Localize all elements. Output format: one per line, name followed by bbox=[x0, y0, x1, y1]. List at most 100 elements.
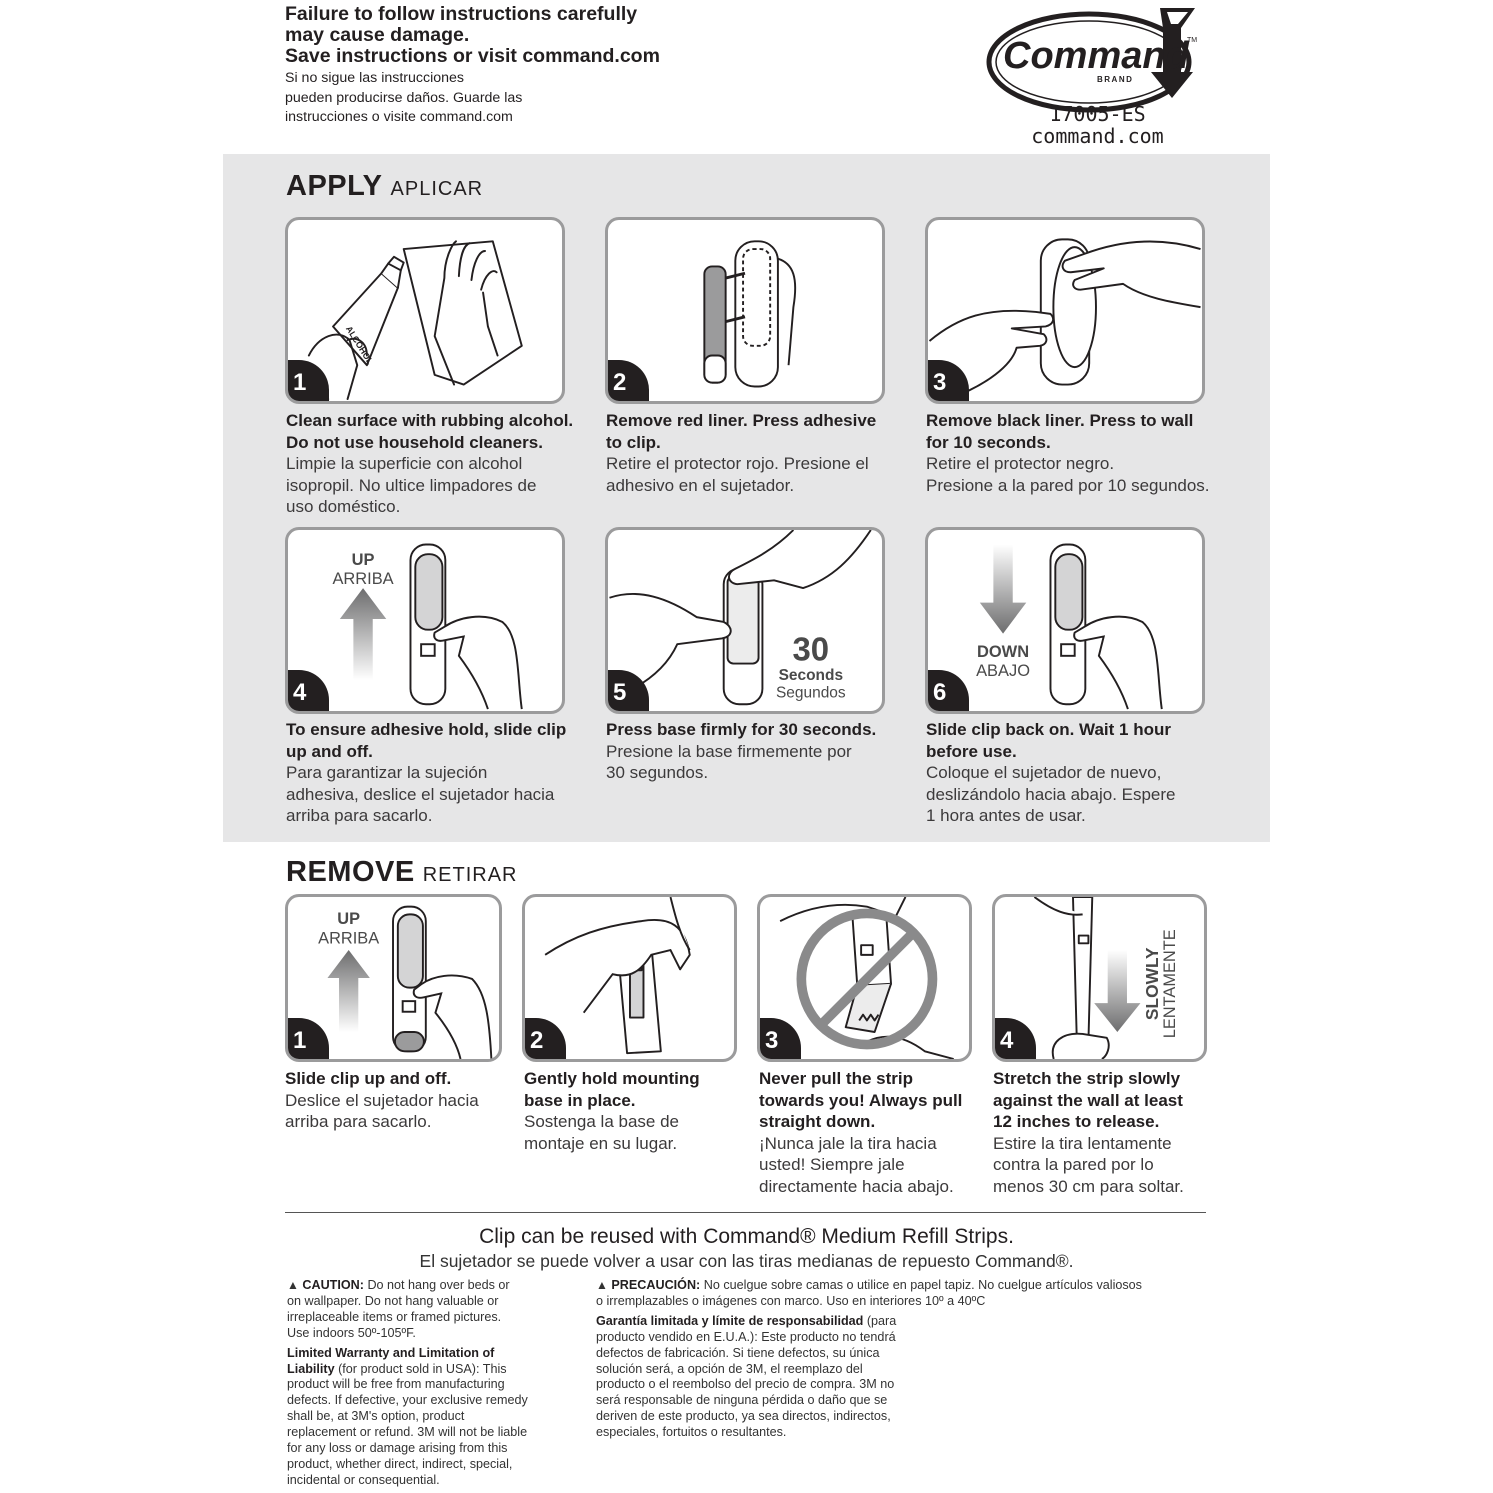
remove-step-3-illustration: 3 bbox=[757, 894, 972, 1062]
remove-title: REMOVE bbox=[286, 856, 415, 888]
caption-spanish: Presione a la pared por 10 segundos. bbox=[926, 475, 1210, 495]
caption-english: up and off. bbox=[286, 741, 373, 761]
press-to-wall-icon bbox=[928, 238, 1201, 400]
svg-text:ARRIBA: ARRIBA bbox=[318, 929, 379, 947]
caution-spanish: ▲ PRECAUCIÓN: No cuelgue sobre camas o u… bbox=[596, 1278, 1142, 1440]
caption-english: To ensure adhesive hold, slide clip bbox=[286, 720, 567, 739]
caption-english: Never pull the strip bbox=[759, 1069, 913, 1088]
caption-english: for 10 seconds. bbox=[926, 432, 1051, 452]
website-link[interactable]: command.com bbox=[1031, 124, 1164, 148]
caption-spanish: Deslice el sujetador hacia bbox=[285, 1090, 479, 1110]
adhesive-strip-icon bbox=[703, 240, 797, 388]
warranty-title: Garantía limitada y límite de responsabi… bbox=[596, 1313, 864, 1328]
warning-line: pueden producirse daños. Guarde las bbox=[285, 89, 523, 106]
prohibited-pull-icon bbox=[779, 897, 954, 1059]
caption-spanish: Sostenga la base de bbox=[524, 1112, 680, 1131]
caption-spanish: menos 30 cm para soltar. bbox=[993, 1176, 1184, 1196]
apply-step-4-caption: To ensure adhesive hold, slide clip up a… bbox=[286, 719, 576, 827]
caption-english: Slide clip back on. Wait 1 hour bbox=[926, 720, 1171, 739]
step-number-badge: 1 bbox=[288, 360, 329, 401]
slide-up-icon: UP ARRIBA bbox=[318, 905, 493, 1059]
caption-spanish: contra la pared por lo bbox=[993, 1155, 1154, 1174]
caption-spanish: uso doméstico. bbox=[286, 497, 401, 516]
caption-english: Slide clip up and off. bbox=[285, 1069, 452, 1088]
slide-down-icon: DOWN ABAJO bbox=[976, 543, 1163, 710]
apply-step-2-caption: Remove red liner. Press adhesive to clip… bbox=[606, 410, 896, 496]
caption-english: Clean surface with rubbing alcohol. bbox=[286, 411, 574, 430]
caption-spanish: usted! Siempre jale bbox=[759, 1155, 905, 1174]
apply-step-1-caption: Clean surface with rubbing alcohol. Do n… bbox=[286, 410, 576, 518]
svg-text:30: 30 bbox=[793, 631, 830, 668]
caption-spanish: Presione la base firmemente por bbox=[606, 741, 852, 761]
caution-label: CAUTION: bbox=[302, 1278, 364, 1292]
caption-spanish: Estire la tira lentamente bbox=[993, 1133, 1172, 1153]
warning-spanish: Si no sigue las instrucciones pueden pro… bbox=[285, 69, 522, 128]
svg-text:BRAND: BRAND bbox=[1097, 75, 1133, 84]
remove-step-2-illustration: 2 bbox=[522, 894, 737, 1062]
alcohol-bottle-icon: ALCOHOL bbox=[307, 240, 523, 401]
caption-spanish: arriba para sacarlo. bbox=[285, 1112, 432, 1131]
caution-label: PRECAUCIÓN: bbox=[611, 1278, 701, 1292]
warning-triangle-icon: ▲ bbox=[596, 1278, 608, 1292]
caution-english: ▲ CAUTION: Do not hang over beds or on w… bbox=[287, 1278, 528, 1487]
apply-step-5-caption: Press base firmly for 30 seconds. Presio… bbox=[606, 719, 896, 784]
warning-line: may cause damage. bbox=[285, 24, 470, 46]
caption-spanish: Coloque el sujetador de nuevo, bbox=[926, 763, 1162, 782]
caption-spanish: ¡Nunca jale la tira hacia bbox=[759, 1133, 937, 1153]
svg-text:LENTAMENTE: LENTAMENTE bbox=[1161, 929, 1179, 1038]
svg-text:ARRIBA: ARRIBA bbox=[332, 570, 393, 588]
caption-english: Remove black liner. Press to wall bbox=[926, 411, 1194, 430]
caption-spanish: 1 hora antes de usar. bbox=[926, 806, 1086, 825]
svg-text:UP: UP bbox=[337, 910, 360, 928]
slide-up-icon: UP ARRIBA bbox=[332, 543, 523, 710]
apply-step-5-illustration: 30 Seconds Segundos 5 bbox=[605, 527, 885, 714]
caption-spanish: directamente hacia abajo. bbox=[759, 1176, 954, 1196]
caption-english: against the wall at least bbox=[993, 1090, 1183, 1110]
caption-english: Press base firmly for 30 seconds. bbox=[606, 720, 877, 739]
warning-triangle-icon: ▲ bbox=[287, 1278, 299, 1292]
remove-step-1-illustration: UP ARRIBA 1 bbox=[285, 894, 502, 1062]
svg-text:Segundos: Segundos bbox=[776, 684, 846, 701]
apply-step-3-caption: Remove black liner. Press to wall for 10… bbox=[926, 410, 1216, 496]
apply-step-4-illustration: UP ARRIBA 4 bbox=[285, 527, 565, 714]
caption-english: to clip. bbox=[606, 432, 661, 452]
svg-text:TM: TM bbox=[1187, 37, 1197, 44]
caption-english: Gently hold mounting bbox=[524, 1069, 700, 1088]
warning-line: Save instructions or visit command.com bbox=[285, 45, 660, 67]
svg-text:DOWN: DOWN bbox=[977, 643, 1029, 661]
apply-step-2-illustration: 2 bbox=[605, 217, 885, 404]
remove-step-3-caption: Never pull the strip towards you! Always… bbox=[759, 1068, 989, 1197]
model-number: 17005-ES bbox=[1049, 102, 1146, 126]
caption-spanish: arriba para sacarlo. bbox=[286, 806, 433, 825]
remove-subtitle: RETIRAR bbox=[422, 864, 518, 886]
caption-english: Stretch the strip slowly bbox=[993, 1069, 1181, 1088]
caption-english: straight down. bbox=[759, 1112, 876, 1131]
caption-english: towards you! Always pull bbox=[759, 1090, 963, 1110]
caption-spanish: 30 segundos. bbox=[606, 763, 709, 782]
caption-spanish: montaje en su lugar. bbox=[524, 1133, 678, 1153]
caption-spanish: adhesivo en el sujetador. bbox=[606, 475, 795, 495]
apply-step-6-illustration: DOWN ABAJO 6 bbox=[925, 527, 1205, 714]
svg-text:Command: Command bbox=[1003, 35, 1190, 77]
caption-english: before use. bbox=[926, 741, 1017, 761]
step-number-badge: 5 bbox=[608, 670, 649, 711]
caption-spanish: deslizándolo hacia abajo. Espere bbox=[926, 784, 1176, 804]
apply-step-1-illustration: ALCOHOL 1 bbox=[285, 217, 565, 404]
caption-spanish: isopropil. No ultice limpadores de bbox=[286, 475, 537, 495]
remove-heading: REMOVE RETIRAR bbox=[286, 856, 517, 889]
caption-english: base in place. bbox=[524, 1090, 636, 1110]
warranty-title: Limited Warranty and Limitation of bbox=[287, 1345, 495, 1360]
warning-line: instrucciones o visite command.com bbox=[285, 109, 513, 125]
warning-line: Si no sigue las instrucciones bbox=[285, 70, 465, 86]
section-divider bbox=[285, 1212, 1206, 1213]
svg-text:SLOWLY: SLOWLY bbox=[1142, 947, 1162, 1020]
svg-text:ABAJO: ABAJO bbox=[976, 662, 1030, 680]
svg-text:Seconds: Seconds bbox=[779, 667, 843, 684]
step-number-badge: 4 bbox=[995, 1018, 1036, 1059]
apply-title: APPLY bbox=[286, 170, 383, 202]
stretch-slowly-icon: SLOWLY LENTAMENTE bbox=[1033, 897, 1179, 1059]
step-number-badge: 6 bbox=[928, 670, 969, 711]
remove-step-4-caption: Stretch the strip slowly against the wal… bbox=[993, 1068, 1223, 1197]
caption-english: Remove red liner. Press adhesive bbox=[606, 411, 877, 430]
apply-subtitle: APLICAR bbox=[390, 178, 484, 200]
